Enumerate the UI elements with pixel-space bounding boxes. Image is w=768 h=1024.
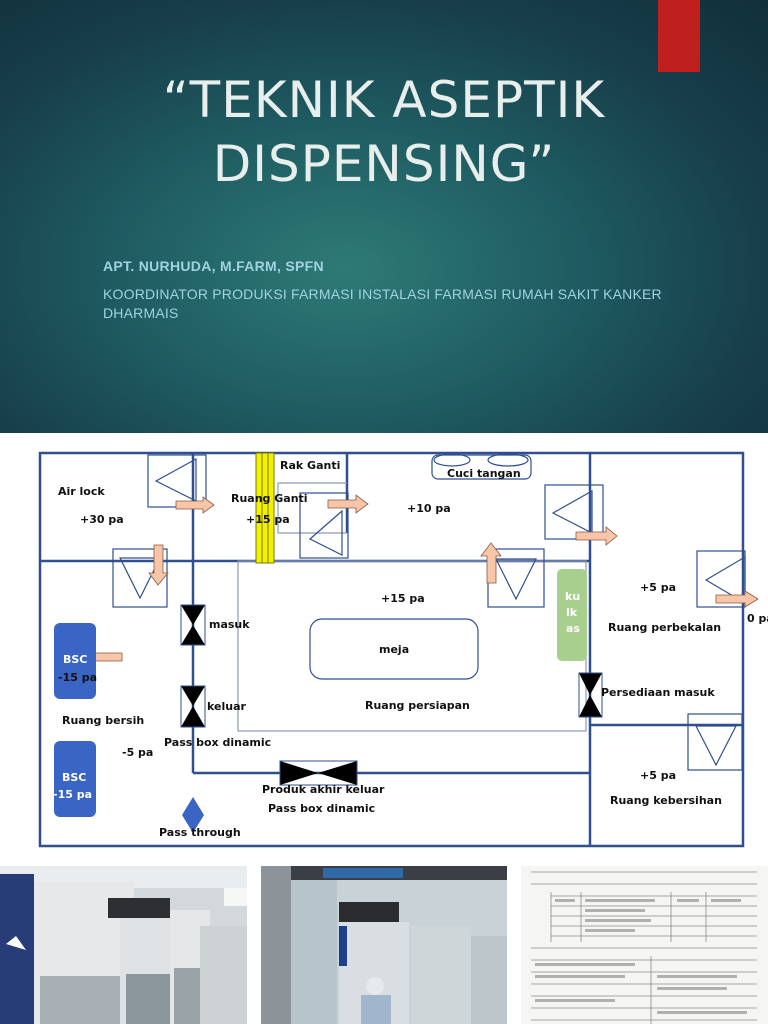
label-ruang-perbekalan: Ruang perbekalan xyxy=(608,621,721,634)
label-bsc-1: BSC xyxy=(63,653,87,666)
label-air-lock-pressure: +30 pa xyxy=(80,513,124,526)
sink-icon xyxy=(431,453,532,480)
label-kulkas-3: as xyxy=(566,622,580,635)
label-outside-pressure: 0 pa xyxy=(747,612,768,625)
bsc-cabinet-1 xyxy=(54,623,96,699)
door-corridor-icon xyxy=(544,484,604,540)
title-slide: “TEKNIK ASEPTIK DISPENSING” APT. NURHUDA… xyxy=(0,0,768,433)
label-produk-akhir-keluar: Produk akhir keluar xyxy=(262,783,385,796)
label-pass-box-dinamic: Pass box dinamic xyxy=(164,736,271,749)
label-bsc-1-pressure: -15 pa xyxy=(58,671,97,684)
accent-tab xyxy=(658,0,700,72)
label-meja: meja xyxy=(379,643,409,656)
label-bsc-2: BSC xyxy=(62,771,86,784)
label-kebersihan-pressure: +5 pa xyxy=(640,769,676,782)
photo-gap xyxy=(247,866,261,1024)
author-role: KOORDINATOR PRODUKSI FARMASI INSTALASI F… xyxy=(103,286,662,321)
bsc-cabinet-2 xyxy=(54,741,96,817)
label-rak-ganti: Rak Ganti xyxy=(280,459,340,472)
kulkas-fridge xyxy=(557,569,587,661)
cleanroom-operator-photo xyxy=(261,866,507,1024)
label-kulkas-2: lk xyxy=(566,606,578,619)
label-cuci-tangan: Cuci tangan xyxy=(447,467,521,480)
label-perbekalan-pressure: +5 pa xyxy=(640,581,676,594)
label-corridor-pressure: +10 pa xyxy=(407,502,451,515)
label-pass-through: Pass through xyxy=(159,826,241,839)
label-bsc-2-pressure: -15 pa xyxy=(53,788,92,801)
label-ruang-persiapan: Ruang persiapan xyxy=(365,699,470,712)
author-name: APT. NURHUDA, M.FARM, SPFN xyxy=(103,258,324,274)
photo-gap xyxy=(507,866,521,1024)
label-ruang-ganti-pressure: +15 pa xyxy=(246,513,290,526)
door-bersih-icon xyxy=(112,548,168,608)
label-masuk: masuk xyxy=(209,618,250,631)
airflow-arrows xyxy=(82,494,759,666)
label-kulkas-1: ku xyxy=(565,590,580,603)
bsc-cabinet-photo xyxy=(0,866,247,1024)
label-air-lock: Air lock xyxy=(58,485,105,498)
slide-title: “TEKNIK ASEPTIK DISPENSING” xyxy=(0,68,768,196)
label-keluar: keluar xyxy=(207,700,247,713)
pass-through-icon xyxy=(182,797,204,833)
label-persediaan-masuk: Persediaan masuk xyxy=(601,686,715,699)
pass-box-icons xyxy=(181,605,602,785)
door-kebersihan-icon xyxy=(687,713,743,771)
label-ruang-bersih: Ruang bersih xyxy=(62,714,144,727)
title-line-2: DISPENSING” xyxy=(212,135,556,193)
pass-box-frames xyxy=(180,604,603,786)
document-photo xyxy=(521,866,768,1024)
label-ruang-kebersihan: Ruang kebersihan xyxy=(610,794,722,807)
door-perbekalan-icon xyxy=(696,550,746,608)
door-ruang-ganti-icon xyxy=(299,492,349,559)
floor-plan: Air lock +30 pa Rak Ganti Ruang Ganti +1… xyxy=(0,433,768,866)
door-airlock-icon xyxy=(147,454,207,508)
label-ruang-ganti: Ruang Ganti xyxy=(231,492,308,505)
title-line-1: “TEKNIK ASEPTIK xyxy=(162,71,606,129)
label-pass-box-dinamic-2: Pass box dinamic xyxy=(268,802,375,815)
floor-plan-drawing: Air lock +30 pa Rak Ganti Ruang Ganti +1… xyxy=(38,451,768,848)
meja-table xyxy=(309,618,479,680)
label-prep-pressure: +15 pa xyxy=(381,592,425,605)
bench-icon xyxy=(255,452,275,564)
label-ruang-bersih-pressure: -5 pa xyxy=(122,746,153,759)
